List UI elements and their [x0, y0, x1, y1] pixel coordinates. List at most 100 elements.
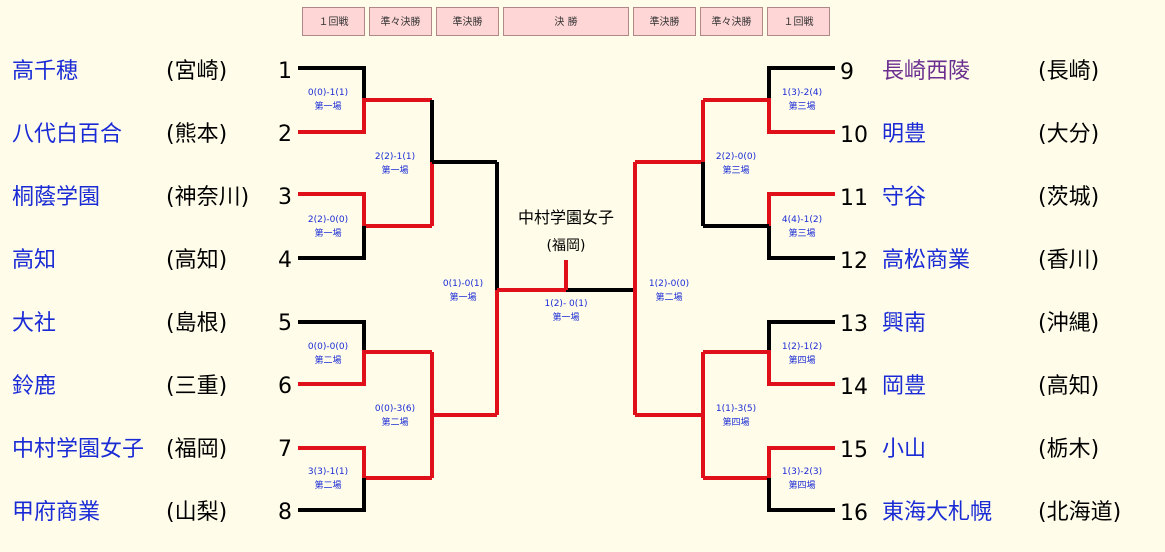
bracket-line-16: [767, 478, 835, 512]
team-name[interactable]: 岡豊: [882, 374, 927, 399]
match-score[interactable]: 2(2)-1(1)第一場: [350, 150, 440, 178]
prefecture: (大分): [1038, 122, 1100, 147]
seed-number: 15: [840, 438, 868, 463]
match-score[interactable]: 0(0)-0(0) 第二場: [283, 340, 373, 368]
match-score[interactable]: 1(2)- 0(1)第一場: [521, 297, 611, 325]
bracket-line-8: [298, 478, 366, 512]
bracket-line-12: [767, 226, 835, 260]
seed-number: 1: [278, 59, 292, 84]
bracket-line-15: [703, 446, 835, 480]
score-text: 1(2)-0(0): [648, 279, 690, 289]
prefecture: (栃木): [1038, 437, 1100, 462]
tab-semifinal-left[interactable]: 準決勝: [436, 7, 499, 36]
score-text: 1(2)-1(2): [781, 342, 823, 352]
match-score[interactable]: 4(4)-1(2) 第三場: [757, 213, 847, 241]
bracket-line-5: [298, 320, 366, 352]
team-name[interactable]: 小山: [882, 437, 927, 462]
team-name[interactable]: 大社: [12, 311, 57, 336]
tab-quarterfinal-left[interactable]: 準々決勝: [369, 7, 432, 36]
team-name[interactable]: 桐蔭学園: [12, 185, 101, 210]
match-score[interactable]: 1(1)-3(5) 第四場: [691, 402, 781, 430]
score-text: 0(0)-3(6): [374, 404, 416, 414]
bracket-line-2: [298, 98, 432, 134]
venue-text: 第二場: [381, 418, 409, 428]
venue-text: 第三場: [788, 229, 816, 239]
prefecture: (高知): [166, 248, 228, 273]
prefecture: (三重): [166, 374, 228, 399]
match-score[interactable]: 1(2)-0(0) 第二場: [624, 277, 714, 305]
match-score[interactable]: 3(3)-1(1) 第二場: [283, 465, 373, 493]
venue-text: 第一場: [381, 166, 409, 176]
score-text: 1(1)-3(5): [715, 404, 757, 414]
tab-first-round-right[interactable]: １回戦: [767, 7, 830, 36]
venue-text: 第三場: [788, 102, 816, 112]
bracket-line-11: [767, 192, 835, 226]
seed-number: 11: [840, 186, 868, 211]
prefecture: (高知): [1038, 374, 1100, 399]
bracket-line-13: [767, 320, 835, 352]
match-score[interactable]: 0(0)-1(1)第一場: [283, 86, 373, 114]
team-name[interactable]: 中村学園女子: [12, 437, 145, 462]
venue-text: 第四場: [788, 356, 816, 366]
seed-number: 10: [840, 123, 868, 148]
venue-text: 第二場: [314, 356, 342, 366]
team-name[interactable]: 鈴鹿: [12, 374, 57, 399]
seed-number: 13: [840, 312, 868, 337]
prefecture: (福岡): [166, 437, 228, 462]
bracket-line-14: [703, 350, 835, 386]
venue-text: 第四場: [788, 481, 816, 491]
tab-quarterfinal-right[interactable]: 準々決勝: [700, 7, 763, 36]
seed-number: 5: [278, 311, 292, 336]
prefecture: (沖縄): [1038, 311, 1100, 336]
score-text: 0(0)-0(0): [307, 342, 349, 352]
team-name[interactable]: 東海大札幌: [882, 500, 993, 525]
tab-final[interactable]: 決 勝: [503, 7, 629, 36]
match-score[interactable]: 1(3)-2(4)第三場: [757, 86, 847, 114]
match-score[interactable]: 2(2)-0(0) 第三場: [691, 150, 781, 178]
prefecture: (宮崎): [166, 59, 228, 84]
match-score[interactable]: 2(2)-0(0)第一場: [283, 213, 373, 241]
bracket-line-10: [703, 98, 835, 134]
team-name[interactable]: 高千穂: [12, 59, 79, 84]
team-name[interactable]: 高松商業: [882, 248, 971, 273]
bracket-line-9: [767, 66, 835, 100]
score-text: 4(4)-1(2): [781, 215, 823, 225]
venue-text: 第三場: [722, 166, 750, 176]
team-name[interactable]: 甲府商業: [12, 500, 101, 525]
team-name[interactable]: 興南: [882, 311, 927, 336]
prefecture: (茨城): [1038, 185, 1100, 210]
seed-number: 8: [278, 500, 292, 525]
prefecture: (長崎): [1038, 59, 1100, 84]
seed-number: 16: [840, 501, 868, 526]
champion-name: 中村学園女子: [517, 208, 614, 227]
team-name[interactable]: 守谷: [882, 185, 927, 210]
venue-text: 第一場: [314, 229, 342, 239]
team-name[interactable]: 八代白百合: [12, 122, 123, 147]
venue-text: 第一場: [449, 293, 477, 303]
team-name[interactable]: 高知: [12, 248, 57, 273]
score-text: 3(3)-1(1): [307, 467, 349, 477]
prefecture: (神奈川): [166, 185, 250, 210]
match-score[interactable]: 1(2)-1(2) 第四場: [757, 340, 847, 368]
match-score[interactable]: 0(1)-0(1)第一場: [418, 277, 508, 305]
venue-text: 第二場: [655, 293, 683, 303]
round-header: １回戦 準々決勝 準決勝 決 勝 準決勝 準々決勝 １回戦: [0, 0, 1165, 40]
bracket-line-3: [298, 192, 432, 228]
team-name[interactable]: 長崎西陵: [882, 59, 971, 84]
match-score[interactable]: 1(3)-2(3)第四場: [757, 465, 847, 493]
seed-number: 14: [840, 375, 868, 400]
bracket-line-4: [298, 226, 366, 260]
champion-prefecture: (福岡): [546, 238, 586, 254]
score-text: 1(2)- 0(1): [544, 299, 588, 309]
tab-first-round-left[interactable]: １回戦: [302, 7, 365, 36]
seed-number: 4: [278, 248, 292, 273]
seed-number: 12: [840, 249, 868, 274]
match-score[interactable]: 0(0)-3(6) 第二場: [350, 402, 440, 430]
venue-text: 第二場: [314, 481, 342, 491]
team-name[interactable]: 明豊: [882, 122, 927, 147]
tab-semifinal-right[interactable]: 準決勝: [633, 7, 696, 36]
score-text: 0(0)-1(1): [307, 88, 349, 98]
venue-text: 第四場: [722, 418, 750, 428]
score-text: 2(2)-0(0): [715, 152, 757, 162]
